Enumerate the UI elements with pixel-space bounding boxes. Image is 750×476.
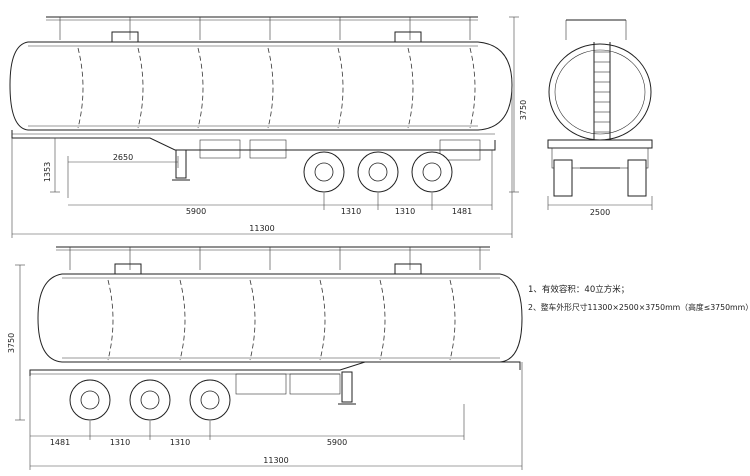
dim-axle-1-top: 1310 bbox=[341, 207, 361, 216]
dim-axle-2-top: 1310 bbox=[395, 207, 415, 216]
dim-overall-height-bottom: 3750 bbox=[7, 333, 16, 353]
dim-overall-length-top: 11300 bbox=[249, 224, 274, 233]
dim-wheelbase-top: 5900 bbox=[186, 207, 206, 216]
dim-wheelbase-bottom: 5900 bbox=[327, 438, 347, 447]
dim-axle-1-bottom: 1310 bbox=[110, 438, 130, 447]
dim-rear-overhang-bottom: 1481 bbox=[50, 438, 70, 447]
dim-axle-2-bottom: 1310 bbox=[170, 438, 190, 447]
note-dimensions: 2、整车外形尺寸11300×2500×3750mm（高度≤3750mm） bbox=[528, 303, 750, 312]
dim-overall-width: 2500 bbox=[590, 208, 610, 217]
dim-kingpin-height-top: 1353 bbox=[43, 162, 52, 182]
dim-overall-length-bottom: 11300 bbox=[263, 456, 288, 465]
dim-overall-height-top: 3750 bbox=[519, 100, 528, 120]
note-capacity: 1、有效容积：40立方米； bbox=[528, 285, 630, 295]
side-view-bottom: 1481 1310 1310 5900 11300 3750 bbox=[7, 246, 523, 470]
rear-view: 2500 bbox=[547, 19, 653, 217]
dim-front-to-first-top: 2650 bbox=[113, 153, 133, 162]
side-view-top: 1353 2650 5900 1310 1310 1481 11300 3750 bbox=[9, 16, 528, 238]
dim-rear-overhang-top: 1481 bbox=[452, 207, 472, 216]
